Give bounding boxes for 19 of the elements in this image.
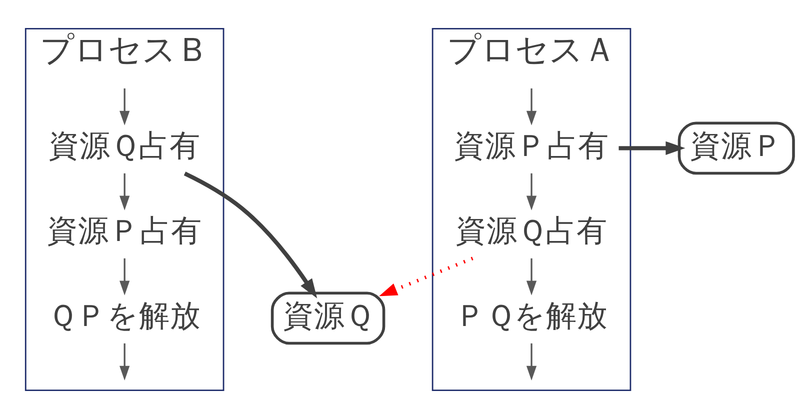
arrow	[618, 140, 686, 155]
node-text: 資源Ｑ占有	[456, 213, 608, 248]
arrow	[120, 172, 130, 210]
node-text: 資源Ｐ占有	[47, 213, 202, 248]
node-text: 資源Ｐ占有	[454, 128, 610, 164]
arrow	[526, 258, 537, 295]
node-text: ＱＰを解放	[48, 298, 202, 334]
node-text: ＰＱを解放	[455, 298, 608, 334]
arrow	[526, 172, 537, 210]
arrow	[184, 171, 318, 298]
arrow	[120, 88, 130, 125]
arrow	[526, 88, 537, 125]
arrow	[379, 256, 474, 296]
arrow	[120, 342, 130, 380]
node-text: 資源Ｑ占有	[48, 128, 201, 164]
arrow	[120, 258, 130, 295]
node-box: 資源Ｑ	[270, 291, 386, 344]
arrow	[526, 342, 537, 380]
node-box: 資源Ｐ	[678, 121, 795, 174]
